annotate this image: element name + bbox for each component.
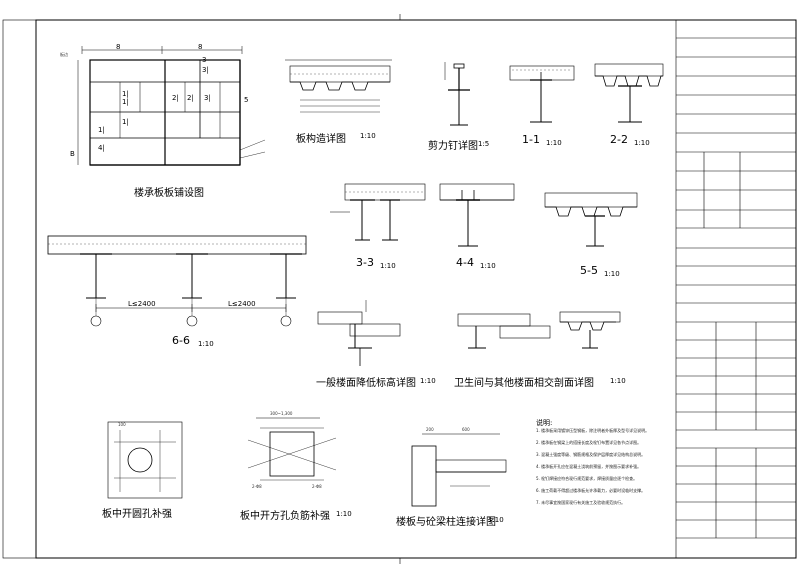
slab-beam-drawing <box>411 433 507 507</box>
section-1-1-drawing <box>509 65 575 123</box>
section-5-5-scale: 1:10 <box>604 270 620 278</box>
section-3-3-title: 3-3 <box>356 256 374 269</box>
section-5-5-drawing <box>544 192 638 247</box>
section-3-3-scale: 1:10 <box>380 262 396 270</box>
notes-header: 说明: <box>536 419 553 427</box>
toilet-junction-scale: 1:10 <box>610 377 626 385</box>
panel-mark: 4| <box>98 144 105 152</box>
slab-beam-title: 楼板与砼梁柱连接详图 <box>396 517 496 528</box>
section-2-2-title: 2-2 <box>610 133 628 146</box>
panel-mark: 1| <box>122 90 129 98</box>
deck-layout-plan <box>77 46 266 166</box>
panel-mark: 3| <box>204 94 211 102</box>
span-label-1: L≤2400 <box>128 300 156 308</box>
edge-detail-drawing <box>285 59 392 113</box>
deck-layout-title: 楼承板板铺设图 <box>134 188 204 199</box>
section-6-6-scale: 1:10 <box>198 340 214 348</box>
note-line: 2. 楼承板在钢梁上的搭接长度及栓钉布置详见各节点详图。 <box>536 440 642 445</box>
panel-mark: 1| <box>122 98 129 106</box>
floor-drop-scale: 1:10 <box>420 377 436 385</box>
toilet-junction-title: 卫生间与其他楼面相交剖面详图 <box>454 378 594 389</box>
panel-mark: 2| <box>172 94 179 102</box>
span-label-2: L≤2400 <box>228 300 256 308</box>
section-2-2-drawing <box>594 63 664 123</box>
floor-drop-title: 一般楼面降低标高详图 <box>316 378 416 389</box>
round-hole-title: 板中开圆孔补强 <box>102 509 172 520</box>
round-hole-dim: 100 <box>118 422 126 427</box>
section-4-4-title: 4-4 <box>456 256 474 269</box>
stud-detail-drawing <box>444 62 470 126</box>
deck-grid-row-2: B <box>70 150 75 158</box>
slab-beam-dim-2: 600 <box>462 427 470 432</box>
deck-grid-row-1: 3 <box>202 56 207 64</box>
section-1-1-scale: 1:10 <box>546 139 562 147</box>
section-6-6-title: 6-6 <box>172 334 190 347</box>
slab-beam-dim-1: 200 <box>426 427 434 432</box>
panel-mark: 3| <box>202 66 209 74</box>
panel-mark: 2| <box>187 94 194 102</box>
square-hole-title: 板中开方孔负筋补强 <box>240 511 330 522</box>
note-line: 5. 栓钉焊接应符合现行规范要求，焊接质量应逐个检查。 <box>536 476 638 481</box>
square-hole-dim-1: 300~1,300 <box>270 411 293 416</box>
panel-mark: 5 <box>244 96 249 104</box>
note-line: 7. 未尽事宜按国家现行有关施工及验收规范执行。 <box>536 500 626 505</box>
section-5-5-title: 5-5 <box>580 264 598 277</box>
note-line: 3. 混凝土强度等级、钢筋规格及保护层厚度详见结构总说明。 <box>536 452 646 457</box>
toilet-junction-drawing <box>457 311 621 349</box>
floor-drop-drawing <box>317 300 401 366</box>
square-hole-dim-2: 2-Φ8 <box>252 484 262 489</box>
note-line: 4. 楼承板开孔应在混凝土浇筑前预留，并按图示要求补强。 <box>536 464 642 469</box>
section-4-4-scale: 1:10 <box>480 262 496 270</box>
deck-dim-2: 8 <box>198 43 203 51</box>
square-hole-dim-3: 2-Φ8 <box>312 484 322 489</box>
round-hole-drawing <box>107 421 183 499</box>
square-hole-drawing <box>247 417 337 481</box>
slab-beam-scale: 1:10 <box>488 516 504 524</box>
note-line: 6. 施工荷载不得超过楼承板允许承载力，必要时设临时支撑。 <box>536 488 646 493</box>
section-2-2-scale: 1:10 <box>634 139 650 147</box>
section-6-6-drawing <box>47 235 307 327</box>
stud-detail-scale: 1:5 <box>478 140 490 148</box>
section-4-4-drawing <box>439 183 515 247</box>
section-3-3-drawing <box>330 183 426 241</box>
title-block <box>675 19 797 559</box>
panel-mark: 1| <box>122 118 129 126</box>
section-1-1-title: 1-1 <box>522 133 540 146</box>
panel-mark: 1| <box>98 126 105 134</box>
note-line: 1. 楼承板采用镀锌压型钢板，除注明者外板厚及型号详见说明。 <box>536 428 650 433</box>
deck-edge-note: 板边 <box>60 52 68 57</box>
edge-detail-scale: 1:10 <box>360 132 376 140</box>
edge-detail-title: 板构造详图 <box>296 134 346 145</box>
stud-detail-title: 剪力钉详图 <box>428 141 478 152</box>
square-hole-scale: 1:10 <box>336 510 352 518</box>
deck-dim-1: 8 <box>116 43 121 51</box>
